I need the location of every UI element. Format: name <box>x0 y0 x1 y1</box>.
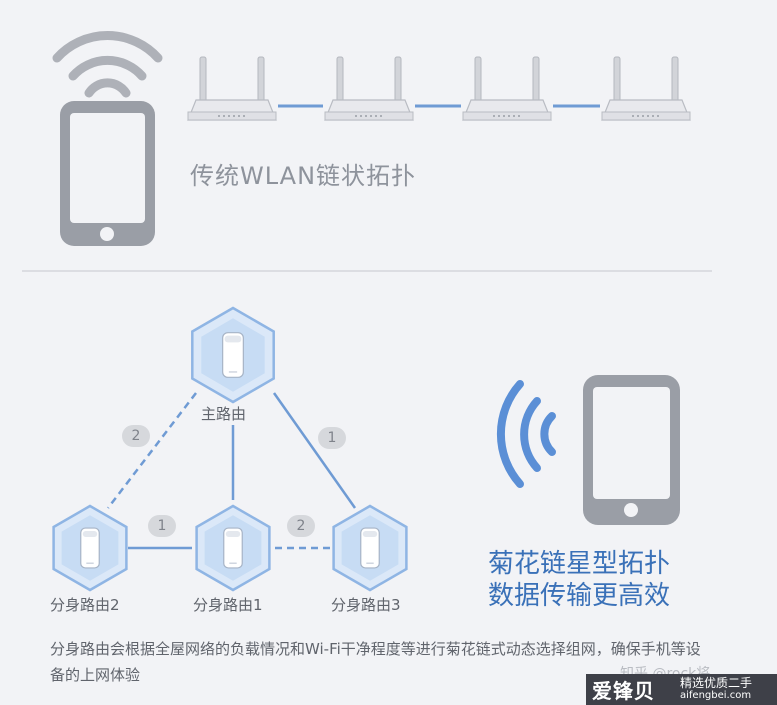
chain-topology-title: 传统WLAN链状拓扑 <box>190 162 417 190</box>
router-icon <box>324 56 414 121</box>
sub-router-3-node <box>332 504 408 592</box>
mesh-node-icon <box>222 332 244 378</box>
section-divider <box>22 270 712 272</box>
router-chain <box>187 56 691 121</box>
link-badge-sub1-sub3: 2 <box>287 515 315 537</box>
mesh-node-icon <box>360 527 380 569</box>
link-badge-main-sub2: 2 <box>122 425 150 447</box>
mesh-node-icon <box>80 527 100 569</box>
wifi-icon <box>52 31 163 98</box>
router-icon <box>601 56 691 121</box>
link-main-sub2 <box>107 392 197 509</box>
phone-icon <box>60 101 155 246</box>
mesh-title-line2: 数据传输更高效 <box>488 581 671 611</box>
phone-icon <box>583 375 680 525</box>
router-icon <box>462 56 552 121</box>
router-icon <box>187 56 277 121</box>
watermark-brand: 爱锋贝 <box>592 679 655 703</box>
watermark-url: aifengbei.com <box>680 690 752 701</box>
mesh-nodes <box>52 306 408 592</box>
sub-router-1-node <box>195 504 271 592</box>
mesh-links <box>107 392 357 550</box>
mesh-topology-title: 菊花链星型拓扑 数据传输更高效 <box>488 548 670 612</box>
wifi-signal-icon <box>496 380 556 488</box>
sub-router-1-label: 分身路由1 <box>193 596 263 614</box>
sub-router-3-label: 分身路由3 <box>331 596 401 614</box>
mesh-description: 分身路由会根据全屋网络的负载情况和Wi-Fi干净程度等进行菊花链式动态选择组网，… <box>50 640 701 684</box>
sub-router-2-node <box>52 504 128 592</box>
watermark-tagline: 精选优质二手 <box>680 676 753 690</box>
watermark-badge <box>586 674 777 705</box>
mesh-node-icon <box>223 527 243 569</box>
mesh-title-line1: 菊花链星型拓扑 <box>488 549 671 579</box>
main-router-label: 主路由 <box>201 405 247 423</box>
link-badge-main-sub3: 1 <box>318 427 346 449</box>
main-router-node <box>191 306 275 404</box>
sub-router-2-label: 分身路由2 <box>50 596 120 614</box>
link-main-sub3 <box>272 392 357 509</box>
link-badge-sub2-sub1: 1 <box>148 515 176 537</box>
